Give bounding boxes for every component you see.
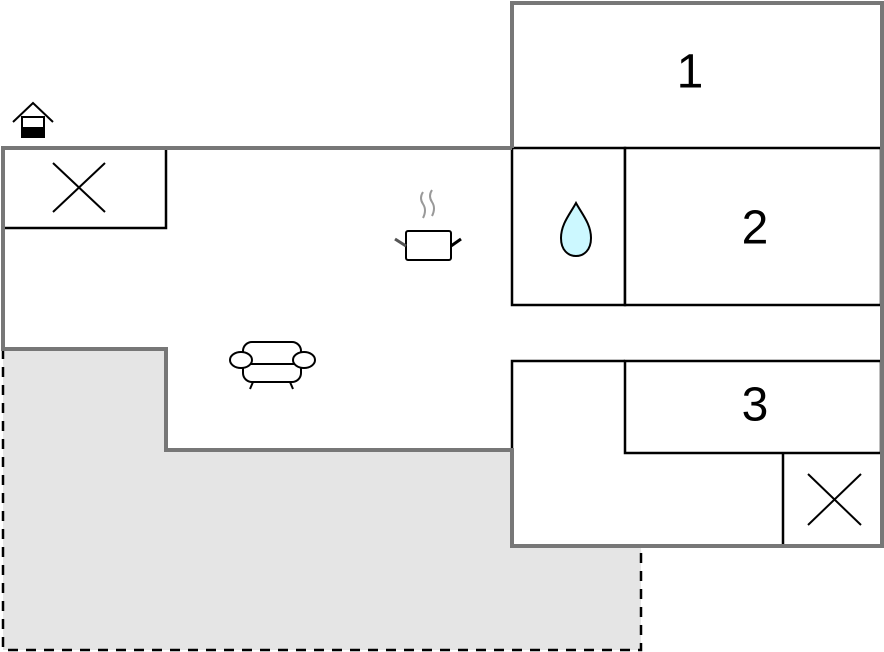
room-1: 1	[677, 46, 704, 99]
kitchen-pot-icon	[394, 189, 462, 261]
cross-icon	[52, 162, 106, 213]
room-2-label: 2	[742, 202, 769, 255]
storage-room-left	[1, 146, 168, 230]
room-3: 3	[623, 359, 883, 455]
room-1-label: 1	[677, 46, 704, 99]
entrance-icon	[12, 101, 54, 138]
water-drop-icon	[559, 200, 593, 258]
storage-room-right	[781, 453, 862, 546]
bathroom	[510, 146, 627, 307]
cross-icon	[807, 473, 862, 526]
hallway	[510, 359, 625, 450]
sofa-icon	[229, 341, 316, 390]
room-3-label: 3	[742, 379, 769, 432]
outer-walls-overlay	[1, 1, 884, 548]
terrace	[1, 349, 643, 652]
room-2: 2	[623, 146, 883, 307]
